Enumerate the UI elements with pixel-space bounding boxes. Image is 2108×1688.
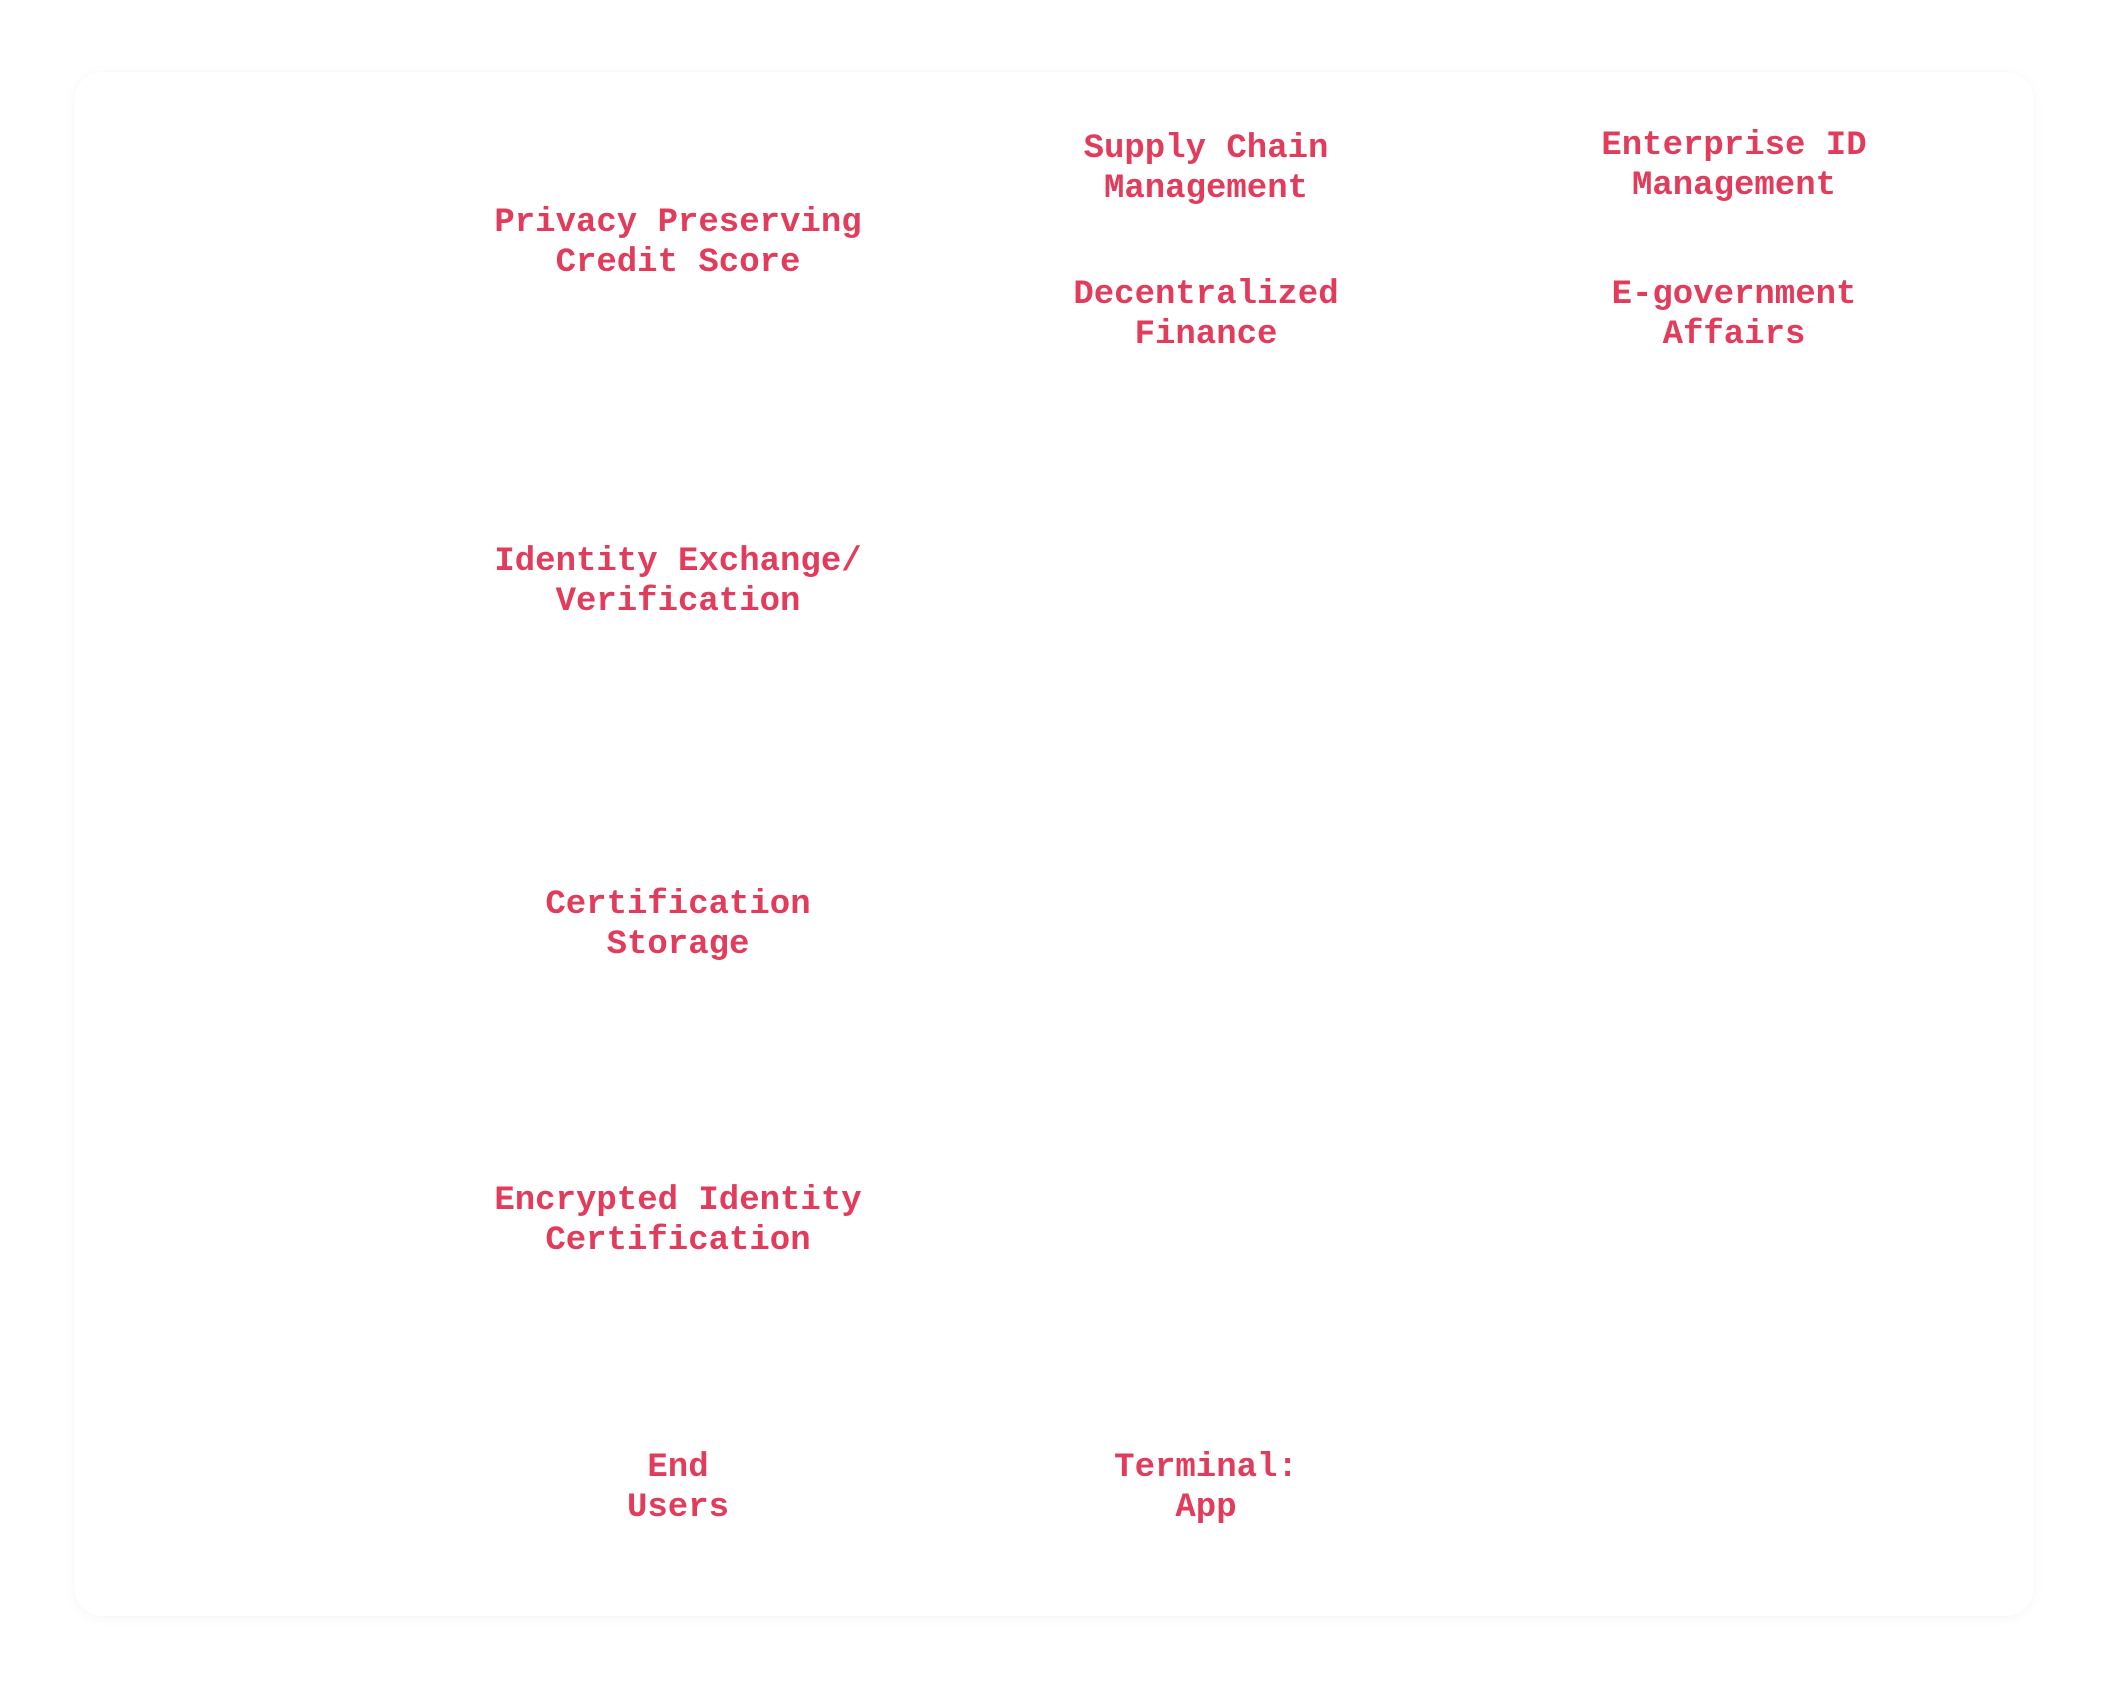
- node-label-line: Certification: [545, 1222, 811, 1260]
- node-label-line: Finance: [1134, 316, 1278, 354]
- node-enterprise-id: Enterprise ID Management: [1601, 126, 1866, 206]
- node-label-line: Terminal:: [1114, 1449, 1298, 1487]
- node-label-line: End: [647, 1449, 709, 1487]
- node-label-line: Privacy Preserving: [494, 204, 862, 242]
- node-label-line: Encrypted Identity: [494, 1182, 862, 1220]
- node-label-line: Certification: [545, 886, 811, 924]
- diagram-canvas: [74, 72, 2034, 1616]
- node-label-line: E-government: [1611, 276, 1857, 314]
- node-decentralized-finance: Decentralized Finance: [1073, 275, 1338, 355]
- node-label-line: Supply Chain: [1083, 130, 1329, 168]
- node-identity-exchange: Identity Exchange/ Verification: [494, 542, 861, 622]
- node-privacy-credit-score: Privacy Preserving Credit Score: [494, 203, 861, 283]
- node-label-line: Enterprise ID: [1601, 127, 1867, 165]
- node-label-line: Management: [1631, 167, 1837, 205]
- node-supply-chain: Supply Chain Management: [1084, 129, 1329, 209]
- node-label-line: Storage: [606, 926, 750, 964]
- node-label-line: Users: [626, 1489, 730, 1527]
- node-label-line: Credit Score: [555, 244, 801, 282]
- node-terminal-app: Terminal: App: [1114, 1448, 1298, 1528]
- node-label-line: App: [1175, 1489, 1237, 1527]
- node-label-line: Decentralized: [1073, 276, 1339, 314]
- node-label-line: Verification: [555, 583, 801, 621]
- node-label-line: Affairs: [1662, 316, 1806, 354]
- node-label-line: Identity Exchange/: [494, 543, 862, 581]
- node-label-line: Management: [1103, 170, 1309, 208]
- node-certification-storage: Certification Storage: [545, 885, 810, 965]
- node-encrypted-identity: Encrypted Identity Certification: [494, 1181, 861, 1261]
- node-end-users: End Users: [627, 1448, 729, 1528]
- node-e-government: E-government Affairs: [1612, 275, 1857, 355]
